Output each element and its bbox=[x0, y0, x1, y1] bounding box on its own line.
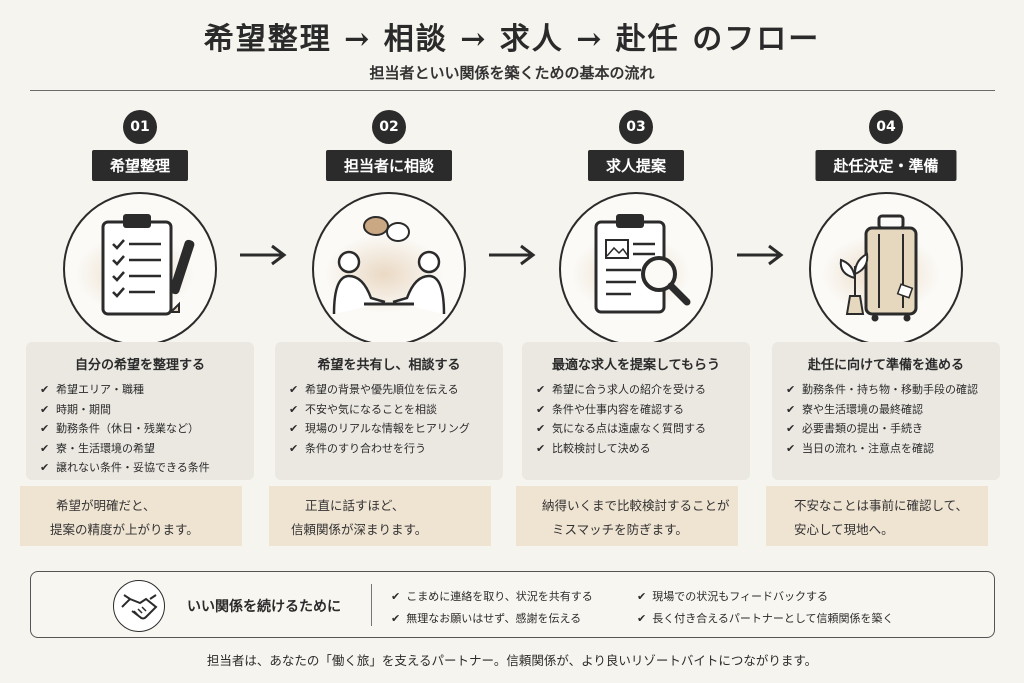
step-illustration bbox=[559, 192, 713, 346]
step-label: 希望整理 bbox=[91, 150, 189, 181]
card-title: 最適な求人を提案してもらう bbox=[552, 358, 720, 373]
list-item: ✔現場のリアルな情報をヒアリング bbox=[289, 419, 470, 439]
clipboard-checklist-icon bbox=[101, 214, 195, 316]
list-item: ✔必要書類の提出・手続き bbox=[786, 419, 978, 439]
list-item: ✔譲れない条件・妥協できる条件 bbox=[40, 458, 210, 478]
suitcase-icon bbox=[839, 214, 918, 322]
list-item: ✔条件のすり合わせを行う bbox=[289, 439, 470, 459]
step-card: 最適な求人を提案してもらう ✔希望に合う求人の紹介を受ける ✔条件や仕事内容を確… bbox=[522, 342, 750, 480]
tip-item: ✔こまめに連絡を取り、状況を共有する bbox=[391, 590, 593, 603]
list-item: ✔不安や気になることを相談 bbox=[289, 400, 470, 420]
step-label: 赴任決定・準備 bbox=[815, 150, 957, 181]
footer-text: 担当者は、あなたの「働く旅」を支えるパートナー。信頼関係が、より良いリゾートバイ… bbox=[206, 653, 818, 668]
step-1: 01 希望整理 自分の希望を整理する ✔希望エリア・職種 ✔時期・期間 ✔勤務条… bbox=[20, 110, 254, 560]
step-card: 自分の希望を整理する ✔希望エリア・職種 ✔時期・期間 ✔勤務条件（休日・残業な… bbox=[26, 342, 254, 480]
step-number: 01 bbox=[123, 110, 157, 144]
check-icon: ✔ bbox=[289, 441, 299, 455]
header-divider bbox=[30, 90, 995, 91]
list-item: ✔希望エリア・職種 bbox=[40, 380, 210, 400]
step-note: 正直に話すほど、 信頼関係が深まります。 bbox=[269, 486, 491, 546]
step-label: 担当者に相談 bbox=[325, 150, 453, 181]
card-title: 自分の希望を整理する bbox=[74, 358, 205, 373]
step-4: 04 赴任決定・準備 赴任に向けて準備を進める ✔勤務条件・持ち物・移動手段の確… bbox=[766, 110, 1000, 560]
arrow-right-icon bbox=[489, 244, 536, 266]
step-number: 02 bbox=[372, 110, 406, 144]
check-icon: ✔ bbox=[289, 402, 299, 416]
step-label: 求人提案 bbox=[587, 150, 685, 181]
card-title: 希望を共有し、相談する bbox=[317, 358, 461, 373]
step-illustration bbox=[809, 192, 963, 346]
handshake-icon bbox=[113, 580, 165, 632]
step-note: 希望が明確だと、 提案の精度が上がります。 bbox=[20, 486, 242, 546]
list-item: ✔勤務条件・持ち物・移動手段の確認 bbox=[786, 380, 978, 400]
check-icon: ✔ bbox=[391, 590, 401, 603]
list-item: ✔希望に合う求人の紹介を受ける bbox=[536, 380, 706, 400]
list-item: ✔当日の流れ・注意点を確認 bbox=[786, 439, 978, 459]
check-icon: ✔ bbox=[536, 402, 546, 416]
list-item: ✔条件や仕事内容を確認する bbox=[536, 400, 706, 420]
step-number: 04 bbox=[869, 110, 903, 144]
check-icon: ✔ bbox=[786, 422, 796, 435]
check-icon: ✔ bbox=[40, 402, 50, 416]
tip-item: ✔無理なお願いはせず、感謝を伝える bbox=[391, 612, 582, 625]
tip-item: ✔現場での状況もフィードバックする bbox=[637, 590, 828, 603]
check-icon: ✔ bbox=[40, 461, 50, 474]
arrow-right-icon bbox=[737, 244, 784, 266]
check-icon: ✔ bbox=[40, 383, 50, 396]
check-icon: ✔ bbox=[40, 422, 50, 435]
check-icon: ✔ bbox=[289, 383, 299, 396]
list-item: ✔比較検討して決める bbox=[536, 439, 706, 459]
step-number: 03 bbox=[619, 110, 653, 144]
list-item: ✔希望の背景や優先順位を伝える bbox=[289, 380, 470, 400]
check-icon: ✔ bbox=[786, 402, 796, 416]
list-item: ✔勤務条件（休日・残業など） bbox=[40, 419, 210, 439]
step-2: 02 担当者に相談 希望を共有し、相談する ✔希望の背景や優先順位を伝える ✔不… bbox=[269, 110, 503, 560]
step-illustration bbox=[312, 192, 466, 346]
step-note: 納得いくまで比較検討することが ミスマッチを防ぎます。 bbox=[516, 486, 738, 546]
list-item: ✔寮・生活環境の希望 bbox=[40, 439, 210, 459]
check-icon: ✔ bbox=[637, 590, 647, 603]
check-icon: ✔ bbox=[786, 383, 796, 396]
tip-item: ✔長く付き合えるパートナーとして信頼関係を築く bbox=[637, 612, 894, 625]
step-illustration bbox=[63, 192, 217, 346]
check-icon: ✔ bbox=[536, 383, 546, 396]
check-icon: ✔ bbox=[536, 441, 546, 455]
relationship-tips-box: いい関係を続けるために ✔こまめに連絡を取り、状況を共有する ✔現場での状況もフ… bbox=[30, 571, 995, 638]
page-subtitle: 担当者といい関係を築くための基本の流れ bbox=[369, 64, 655, 82]
arrow-right-icon bbox=[240, 244, 287, 266]
check-icon: ✔ bbox=[786, 441, 796, 455]
vertical-divider bbox=[371, 584, 372, 626]
step-3: 03 求人提案 最適な求人を提案してもらう ✔希望に合う求人の紹介を受ける ✔条… bbox=[516, 110, 750, 560]
check-icon: ✔ bbox=[391, 612, 401, 625]
step-card: 希望を共有し、相談する ✔希望の背景や優先順位を伝える ✔不安や気になることを相… bbox=[275, 342, 503, 480]
consultation-icon bbox=[332, 216, 446, 315]
tips-title: いい関係を続けるために bbox=[187, 599, 341, 615]
list-item: ✔寮や生活環境の最終確認 bbox=[786, 400, 978, 420]
step-note: 不安なことは事前に確認して、 安心して現地へ。 bbox=[766, 486, 988, 546]
list-item: ✔時期・期間 bbox=[40, 400, 210, 420]
document-search-icon bbox=[594, 214, 691, 314]
card-title: 赴任に向けて準備を進める bbox=[807, 358, 964, 373]
check-icon: ✔ bbox=[536, 422, 546, 435]
list-item: ✔気になる点は遠慮なく質問する bbox=[536, 419, 706, 439]
step-card: 赴任に向けて準備を進める ✔勤務条件・持ち物・移動手段の確認 ✔寮や生活環境の最… bbox=[772, 342, 1000, 480]
check-icon: ✔ bbox=[289, 422, 299, 435]
check-icon: ✔ bbox=[637, 612, 647, 625]
check-icon: ✔ bbox=[40, 441, 50, 455]
page-title: 希望整理 → 相談 → 求人 → 赴任 のフロー bbox=[203, 22, 821, 57]
